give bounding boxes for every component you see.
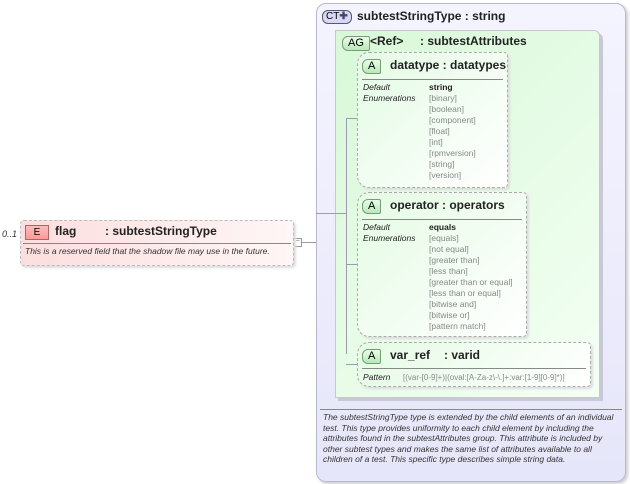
enum-item: [version] [429,170,462,180]
attribute-badge: A [362,349,382,364]
element-name: flag [55,224,77,238]
complex-type-name: subtestStringType : string [357,9,506,23]
attribute-group-badge: AG [342,36,370,51]
pattern-label: Pattern [363,372,391,382]
attribute-var-ref[interactable]: A var_ref : varid Pattern [(var-[0-9]+)|… [357,342,591,387]
element-type: : subtestStringType [105,224,217,238]
default-value: equals [429,222,456,232]
enum-item: [less than or equal] [429,288,501,298]
enum-item: [bitwise or] [429,310,470,320]
enum-item: [pattern match] [429,321,486,331]
multiplicity: 0..1 [2,229,18,239]
enum-item: [equals] [429,233,459,243]
complex-type-doc: The subtestStringType type is extended b… [323,412,614,464]
attribute-group-ref: <Ref> [370,34,404,48]
enum-item: [rpmversion] [429,148,476,158]
default-label: Default [363,222,390,232]
attribute-badge: A [362,59,382,74]
attribute-group-name: : subtestAttributes [420,34,527,48]
element-flag[interactable]: E flag : subtestStringType This is a res… [20,220,294,266]
default-label: Default [363,82,390,92]
enum-item: [binary] [429,93,457,103]
enum-item: [bitwise and] [429,299,477,309]
plus-icon: ✚ [339,11,348,22]
enumerations-label: Enumerations [363,233,416,243]
enum-item: [greater than or equal] [429,277,513,287]
element-doc: This is a reserved field that the shadow… [25,246,270,256]
enum-item: [not equal] [429,244,469,254]
enum-item: [int] [429,137,443,147]
attribute-name: operator : operators [390,198,505,212]
enum-item: [boolean] [429,104,464,114]
attribute-datatype[interactable]: A datatype : datatypes Default Enumerati… [357,52,508,188]
enumerations-label: Enumerations [363,93,416,103]
enum-item: [string] [429,159,455,169]
pattern-value: [(var-[0-9]+)|(oval:[A-Za-z\-\.]+:var:[1… [403,373,565,382]
enum-item: [component] [429,115,476,125]
attribute-badge: A [362,199,382,214]
attribute-name: var_ref [390,348,431,362]
enum-item: [greater than] [429,255,480,265]
enum-item: [less than] [429,266,468,276]
attribute-name: datatype : datatypes [390,58,507,72]
default-value: string [429,82,453,92]
enum-item: [float] [429,126,450,136]
attribute-type: : varid [444,348,481,362]
attribute-operator[interactable]: A operator : operators Default Enumerati… [357,192,527,337]
element-badge: E [25,225,49,240]
collapse-toggle[interactable]: − [293,238,302,247]
complex-type-badge: CT✚ [322,10,352,24]
